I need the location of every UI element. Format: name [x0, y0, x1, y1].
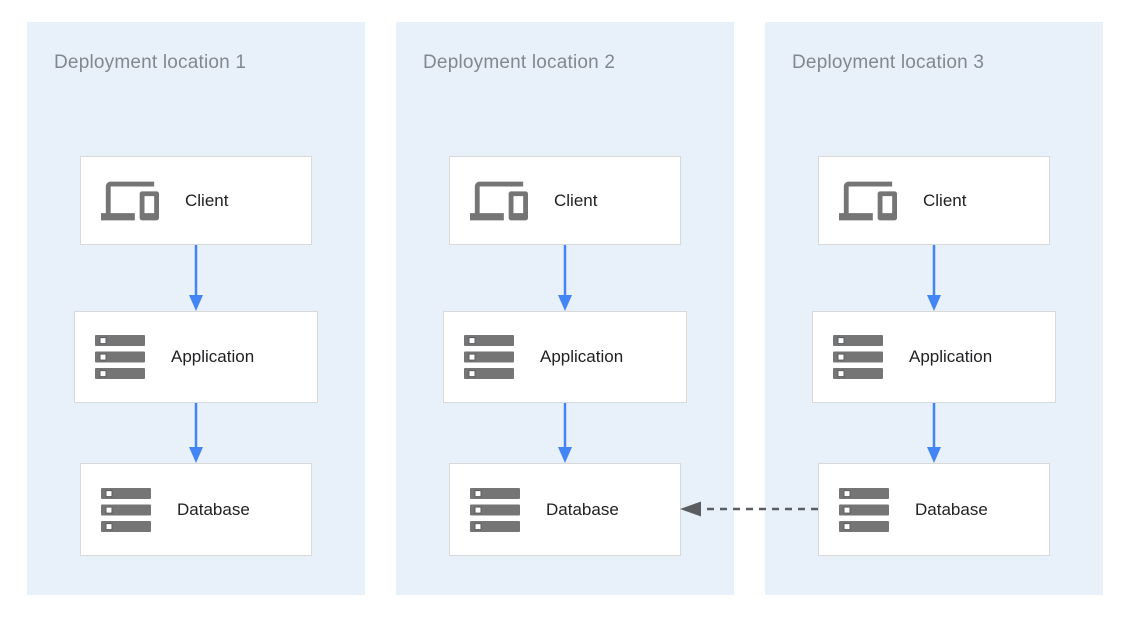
devices-icon — [839, 172, 897, 230]
node-database: Database — [449, 463, 681, 556]
node-database: Database — [818, 463, 1050, 556]
flow-arrow-client-to-application — [189, 245, 203, 311]
node-database: Database — [80, 463, 312, 556]
flow-arrow-client-to-application — [558, 245, 572, 311]
node-client: Client — [818, 156, 1050, 245]
panel-deployment-location-1: Deployment location 1 Client Application — [27, 22, 365, 595]
node-application: Application — [74, 311, 318, 403]
node-client: Client — [449, 156, 681, 245]
panel-title: Deployment location 3 — [792, 52, 985, 73]
server-icon — [833, 335, 883, 379]
panel-title: Deployment location 1 — [54, 52, 247, 73]
node-label: Application — [171, 347, 255, 366]
devices-icon — [470, 172, 528, 230]
flow-arrow-application-to-database — [927, 403, 941, 463]
flow-arrow-application-to-database — [558, 403, 572, 463]
server-icon — [839, 487, 889, 532]
node-label: Application — [540, 347, 624, 366]
flow-arrow-client-to-application — [927, 245, 941, 311]
replication-arrow-database3-to-database2 — [680, 501, 818, 517]
flow-arrow-application-to-database — [189, 403, 203, 463]
node-label: Application — [909, 347, 993, 366]
node-label: Client — [923, 190, 967, 210]
node-label: Client — [185, 190, 229, 210]
panel-deployment-location-3: Deployment location 3 Client Application — [765, 22, 1103, 595]
node-label: Database — [915, 499, 988, 519]
server-icon — [95, 335, 145, 379]
panel-deployment-location-2: Deployment location 2 Client Application — [396, 22, 734, 595]
panel-title: Deployment location 2 — [423, 52, 616, 73]
node-application: Application — [443, 311, 687, 403]
node-client: Client — [80, 156, 312, 245]
server-icon — [470, 487, 520, 532]
node-label: Client — [554, 190, 598, 210]
devices-icon — [101, 172, 159, 230]
node-application: Application — [812, 311, 1056, 403]
node-label: Database — [177, 499, 250, 519]
server-icon — [464, 335, 514, 379]
node-label: Database — [546, 499, 619, 519]
server-icon — [101, 487, 151, 532]
